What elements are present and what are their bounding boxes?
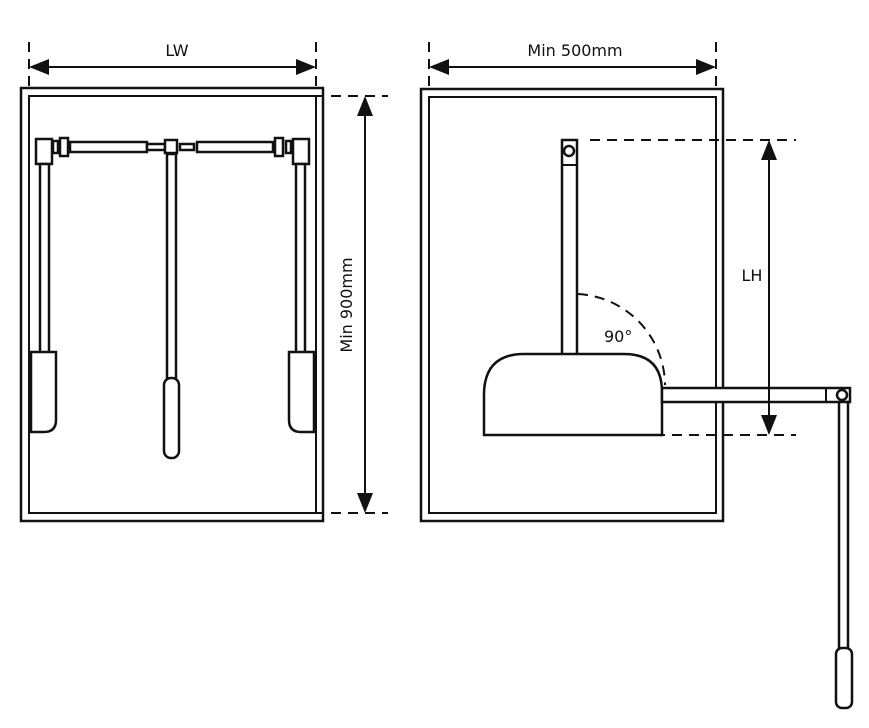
min-height-label: Min 900mm [337,257,356,352]
lw-label: LW [165,41,188,60]
side-view: Min 500mm 90° LH [419,41,854,710]
pull-handle [162,376,181,460]
pull-rod [837,400,850,654]
cabinet-inner [28,95,317,514]
horizontal-arm [660,386,852,404]
front-view: LW Min 900mm [19,41,388,523]
right-damper [287,350,316,434]
cabinet-inner [428,96,717,514]
vertical-arm [560,138,579,357]
angle-label: 90° [604,327,632,346]
min-width-label: Min 500mm [527,41,622,60]
lift-rail [29,136,316,460]
pivot-top [562,144,576,158]
angle-arc [577,293,666,386]
pivot-end [835,388,849,402]
lh-label: LH [742,266,763,285]
lift-basket [482,352,664,437]
left-damper [29,350,58,434]
pull-handle [834,646,854,710]
